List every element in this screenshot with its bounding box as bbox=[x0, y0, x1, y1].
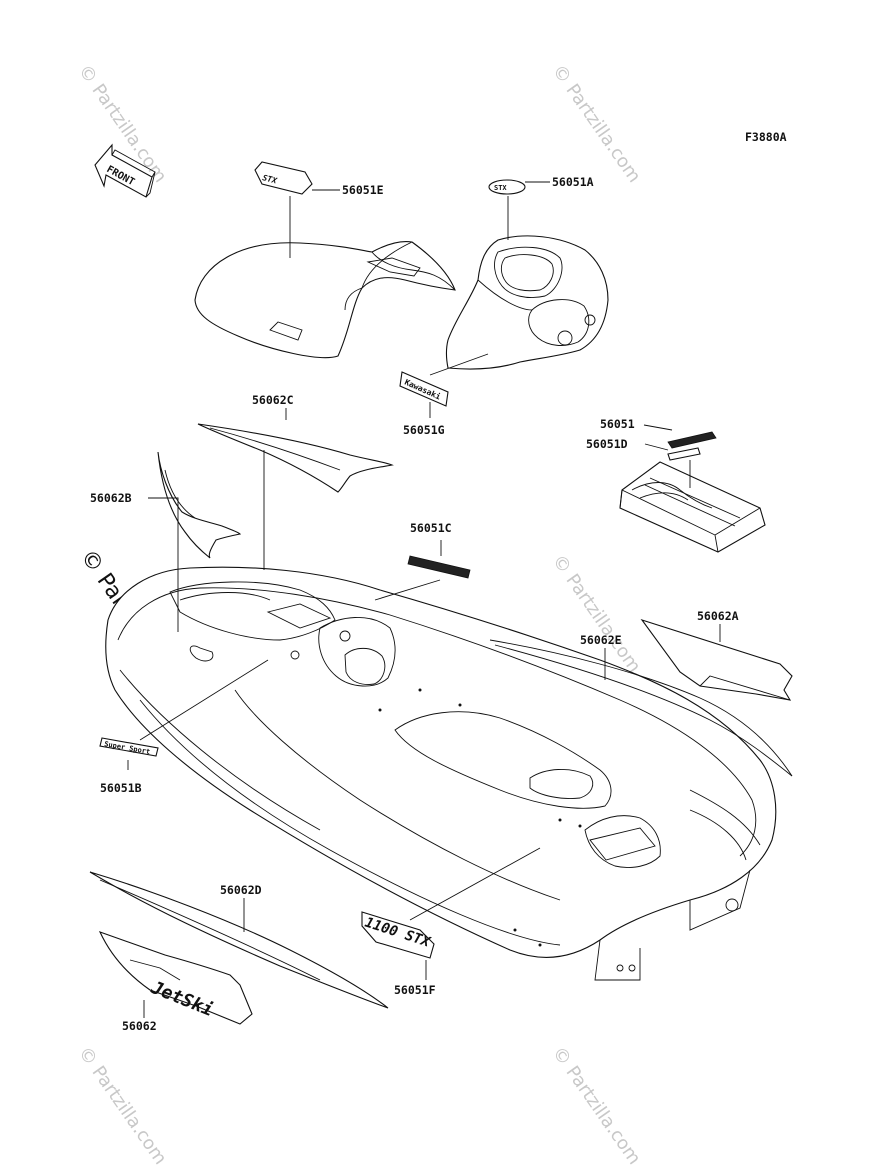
decal-56062D bbox=[89, 871, 389, 1009]
callout-56051A: 56051A bbox=[552, 175, 594, 189]
callout-56051E: 56051E bbox=[342, 183, 384, 197]
decal-56062E bbox=[489, 639, 793, 777]
seat-cover bbox=[194, 241, 456, 359]
callout-56062B: 56062B bbox=[90, 491, 132, 505]
callout-56051G: 56051G bbox=[403, 423, 445, 437]
watermark-bottom-right: © Partzilla.com bbox=[548, 1043, 645, 1169]
callouts: 56051E 56051A 56062C 56051G 56051 56051D… bbox=[90, 175, 739, 1033]
svg-text:STX: STX bbox=[262, 173, 279, 186]
callout-56051B: 56051B bbox=[100, 781, 142, 795]
figure-code: F3880A bbox=[745, 130, 787, 144]
air-box bbox=[619, 431, 766, 553]
decal-56051A: STX bbox=[488, 179, 526, 195]
watermark-top-right: © Partzilla.com bbox=[548, 61, 645, 187]
steering-cover bbox=[445, 235, 609, 370]
decal-56051G: Kawasaki bbox=[399, 371, 449, 407]
leader-lines bbox=[127, 181, 721, 1018]
decal-56051C bbox=[407, 555, 471, 579]
callout-56051C: 56051C bbox=[410, 521, 452, 535]
decal-56062C bbox=[197, 423, 394, 493]
callout-56062A: 56062A bbox=[697, 609, 739, 623]
decal-56051F: 1100 STX bbox=[361, 911, 435, 959]
decal-56051E: STX bbox=[254, 161, 313, 195]
decal-56062A bbox=[640, 618, 793, 701]
hull bbox=[105, 566, 777, 981]
decal-56062: JetSki bbox=[98, 931, 253, 1025]
decal-56062B bbox=[157, 451, 242, 559]
watermark-bottom-left: © Partzilla.com bbox=[74, 1043, 171, 1169]
callout-56051F: 56051F bbox=[394, 983, 436, 997]
callout-56062E: 56062E bbox=[580, 633, 622, 647]
callout-56062C: 56062C bbox=[252, 393, 294, 407]
svg-text:STX: STX bbox=[494, 184, 507, 192]
decal-56051B: Super Sport bbox=[99, 737, 159, 757]
callout-56051: 56051 bbox=[600, 417, 635, 431]
callout-56062D: 56062D bbox=[220, 883, 262, 897]
callout-56062: 56062 bbox=[122, 1019, 157, 1033]
callout-56051D: 56051D bbox=[586, 437, 628, 451]
